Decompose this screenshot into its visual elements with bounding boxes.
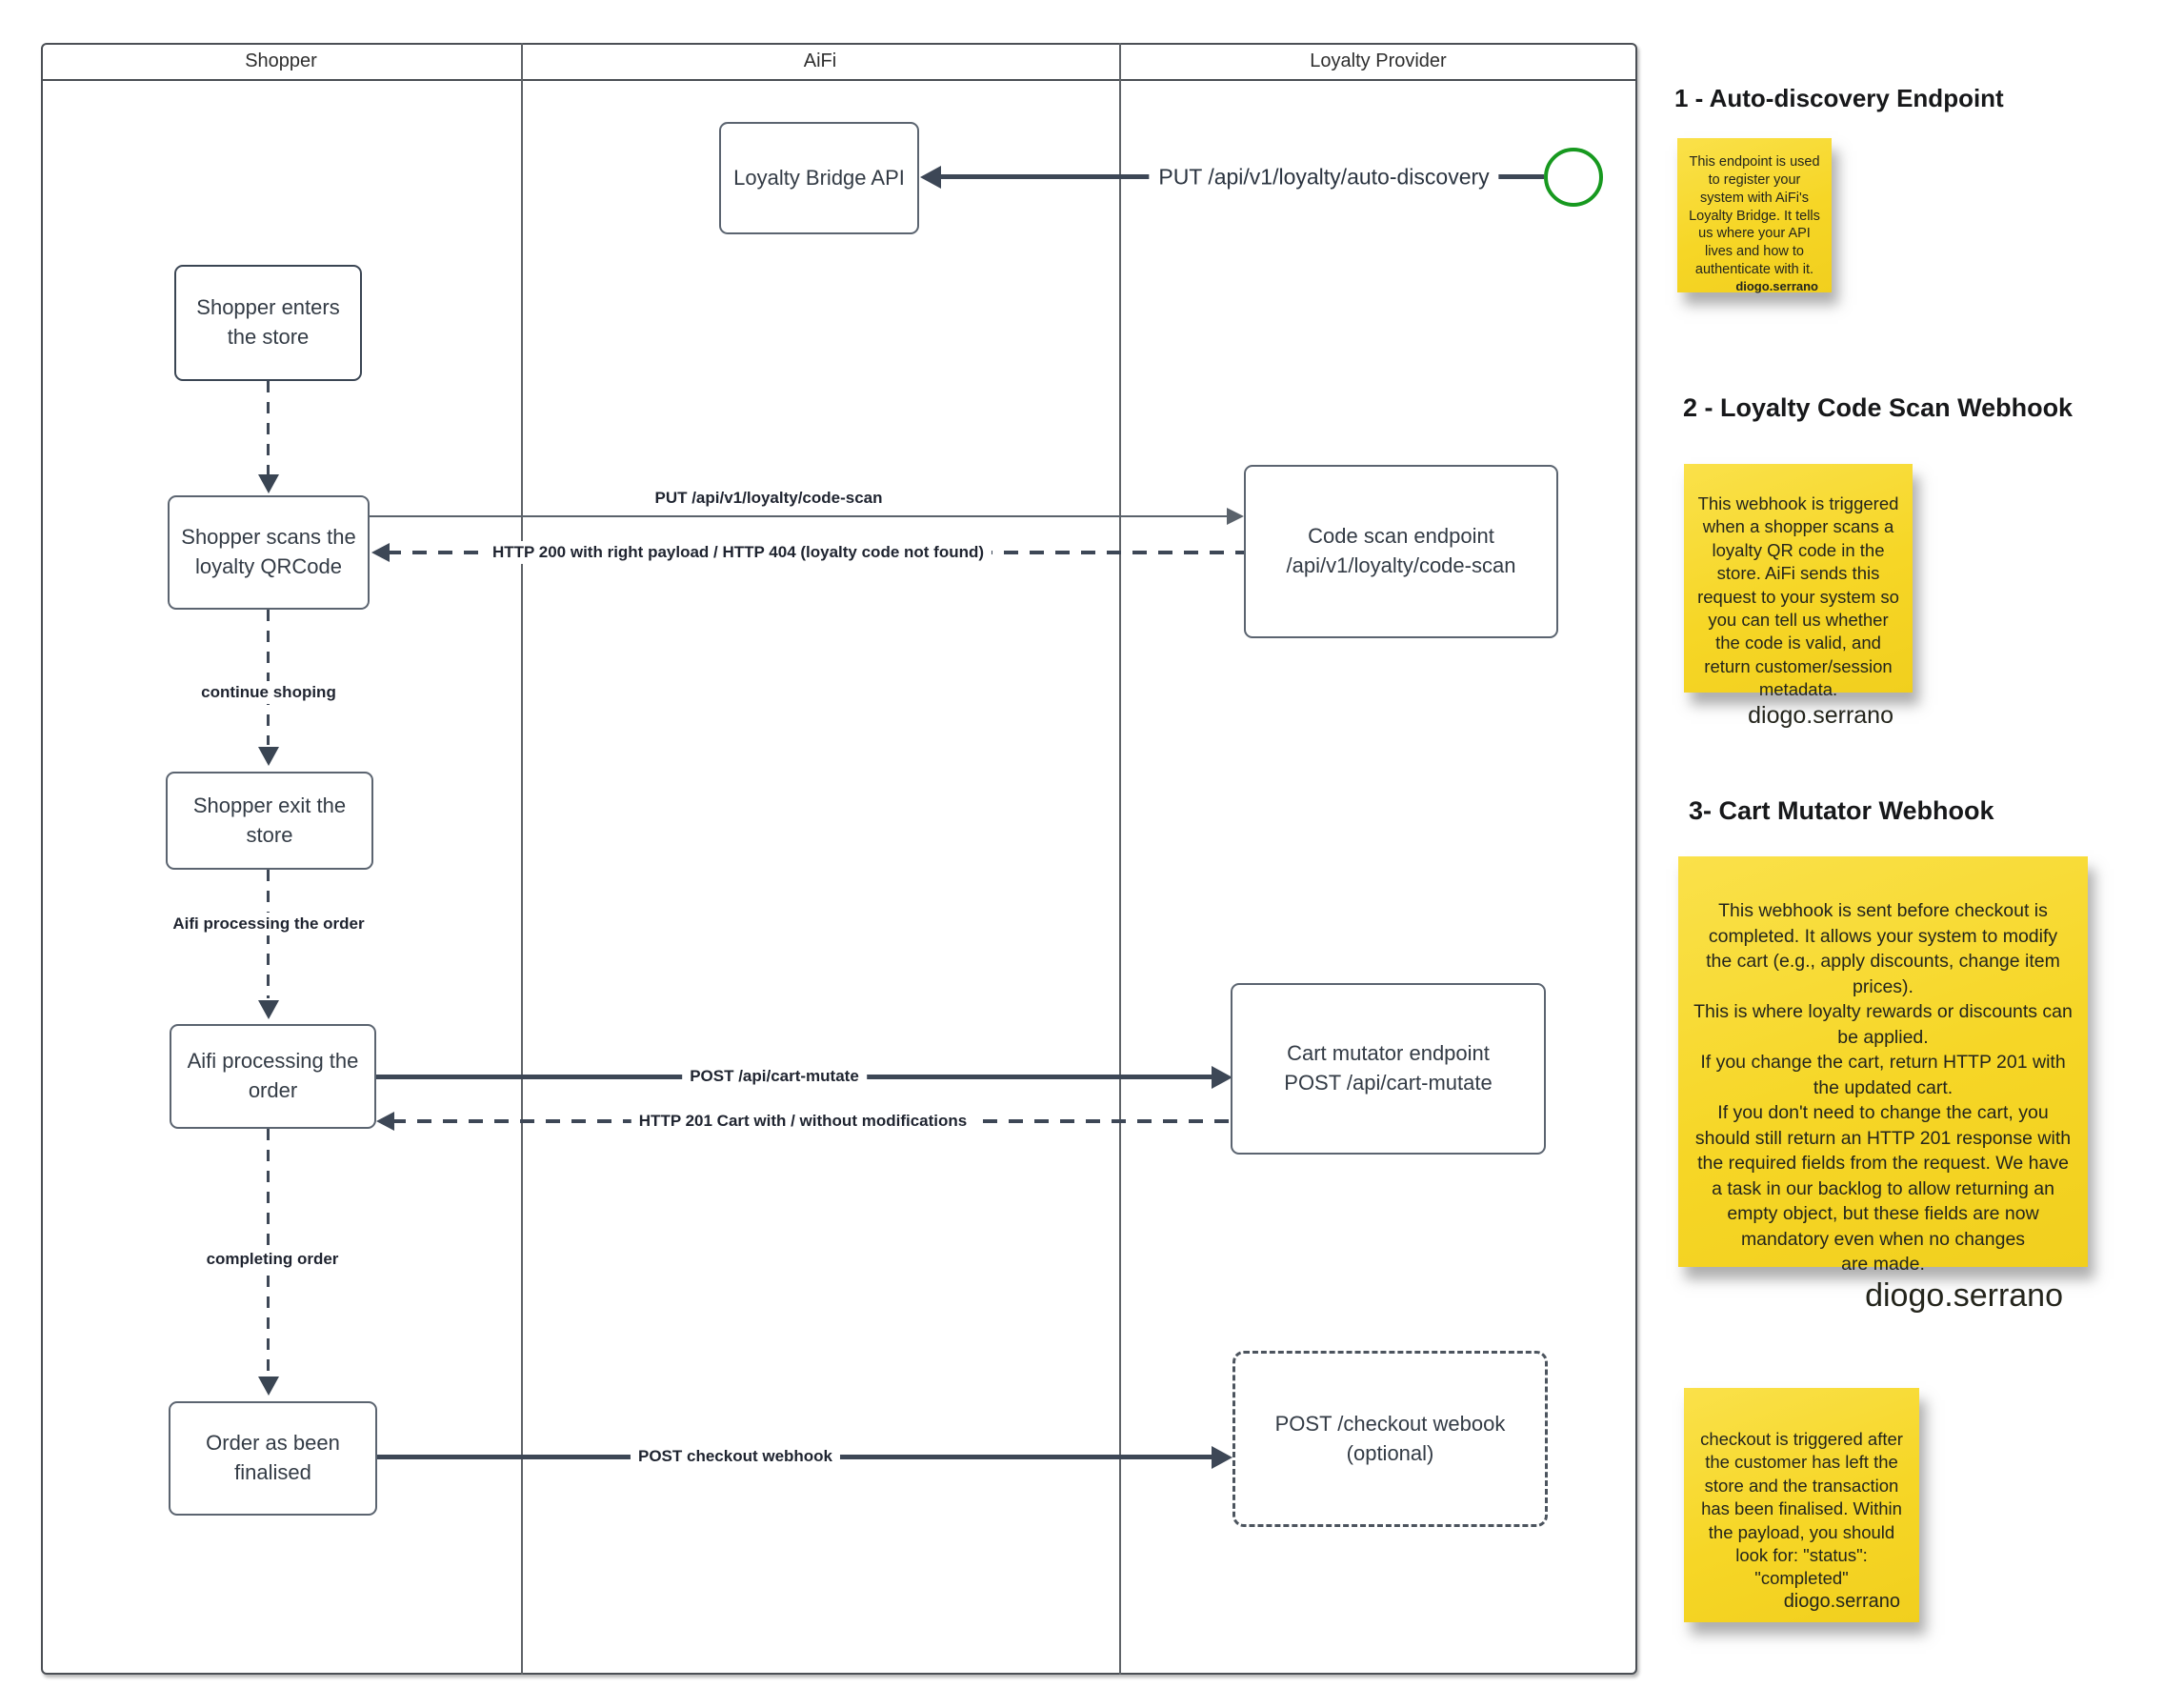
edge-label-code-scan-put: PUT /api/v1/loyalty/code-scan bbox=[647, 487, 891, 510]
edge-label-aifi-processing: Aifi processing the order bbox=[165, 913, 372, 935]
annotation-heading-auto-discovery[interactable]: 1 - Auto-discovery Endpoint bbox=[1674, 84, 2004, 112]
connector-exit-to-processing-arrowhead bbox=[258, 1000, 279, 1019]
sticky-note-cart-mutator[interactable]: This webhook is sent before checkout is … bbox=[1678, 856, 2088, 1314]
connector-processing-to-finalised-arrowhead bbox=[258, 1376, 279, 1396]
node-loyalty-bridge-api-label: Loyalty Bridge API bbox=[733, 165, 905, 190]
node-order-finalised-label: Order as been finalised bbox=[206, 1431, 340, 1484]
edge-code-scan-response-arrowhead bbox=[371, 543, 390, 562]
edge-auto-discovery-arrowhead bbox=[920, 166, 941, 189]
node-code-scan-endpoint-line1: Code scan endpoint bbox=[1308, 524, 1494, 549]
edge-label-checkout-post: POST checkout webhook bbox=[630, 1445, 841, 1468]
edge-cart-mutate-response-arrowhead bbox=[376, 1112, 394, 1131]
node-shopper-exit-store-label: Shopper exit the store bbox=[192, 793, 347, 847]
sticky-note-auto-discovery-author: diogo.serrano bbox=[1735, 278, 1818, 293]
edge-code-scan-put-arrowhead bbox=[1227, 508, 1244, 525]
node-checkout-webhook-line1: POST /checkout webook bbox=[1274, 1411, 1506, 1436]
start-circle-shape[interactable] bbox=[1544, 148, 1603, 207]
edge-label-completing-order: completing order bbox=[198, 1248, 347, 1271]
lane-divider-shopper-aifi bbox=[521, 43, 523, 1675]
node-code-scan-endpoint[interactable]: Code scan endpoint /api/v1/loyalty/code-… bbox=[1244, 465, 1558, 638]
edge-checkout-arrowhead bbox=[1212, 1446, 1232, 1469]
node-shopper-enters-store[interactable]: Shopper enters the store bbox=[174, 265, 362, 381]
edge-label-code-scan-response: HTTP 200 with right payload / HTTP 404 (… bbox=[484, 541, 992, 564]
edge-label-cart-mutate-response: HTTP 201 Cart with / without modificatio… bbox=[631, 1110, 975, 1133]
sticky-note-code-scan[interactable]: This webhook is triggered when a shopper… bbox=[1684, 464, 1913, 729]
node-shopper-enters-store-label: Shopper enters the store bbox=[196, 295, 340, 349]
sticky-note-cart-mutator-text: This webhook is sent before checkout is … bbox=[1693, 900, 2073, 1276]
node-shopper-exit-store[interactable]: Shopper exit the store bbox=[166, 772, 373, 870]
node-shopper-scans-qrcode-label: Shopper scans the loyalty QRCode bbox=[181, 525, 356, 578]
connector-enters-to-scans-arrowhead bbox=[258, 474, 279, 493]
lane-header-loyalty-provider: Loyalty Provider bbox=[1310, 50, 1447, 71]
node-shopper-scans-qrcode[interactable]: Shopper scans the loyalty QRCode bbox=[168, 495, 370, 610]
sticky-note-code-scan-text: This webhook is triggered when a shopper… bbox=[1697, 493, 1899, 700]
sticky-note-checkout-text: checkout is triggered after the customer… bbox=[1700, 1429, 1903, 1589]
sticky-note-code-scan-author: diogo.serrano bbox=[1748, 701, 1894, 729]
edge-label-auto-discovery: PUT /api/v1/loyalty/auto-discovery bbox=[1149, 162, 1499, 192]
connector-scans-to-exit-arrowhead bbox=[258, 747, 279, 766]
edge-label-cart-mutate-post: POST /api/cart-mutate bbox=[682, 1065, 867, 1088]
lane-divider-aifi-loyalty bbox=[1119, 43, 1121, 1675]
edge-cart-mutate-arrowhead bbox=[1212, 1066, 1232, 1089]
edge-code-scan-put-line bbox=[370, 515, 1229, 517]
node-checkout-webhook-line2: (optional) bbox=[1346, 1440, 1434, 1465]
lane-header-row bbox=[41, 43, 1637, 81]
node-checkout-webhook-optional[interactable]: POST /checkout webook (optional) bbox=[1232, 1351, 1548, 1527]
connector-scans-to-exit bbox=[267, 610, 270, 745]
node-cart-mutator-endpoint-line1: Cart mutator endpoint bbox=[1287, 1041, 1490, 1066]
node-aifi-processing-order[interactable]: Aifi processing the order bbox=[170, 1024, 376, 1129]
sticky-note-checkout[interactable]: checkout is triggered after the customer… bbox=[1684, 1388, 1919, 1622]
annotation-heading-code-scan[interactable]: 2 - Loyalty Code Scan Webhook bbox=[1683, 393, 2074, 422]
sticky-note-checkout-author: diogo.serrano bbox=[1783, 1590, 1900, 1612]
annotation-heading-cart-mutator[interactable]: 3- Cart Mutator Webhook bbox=[1689, 796, 1994, 825]
node-cart-mutator-endpoint[interactable]: Cart mutator endpoint POST /api/cart-mut… bbox=[1231, 983, 1546, 1155]
edge-label-continue-shopping: continue shoping bbox=[193, 681, 344, 704]
connector-enters-to-scans bbox=[267, 381, 270, 474]
node-loyalty-bridge-api[interactable]: Loyalty Bridge API bbox=[719, 122, 919, 234]
node-order-finalised[interactable]: Order as been finalised bbox=[169, 1401, 377, 1516]
sticky-note-auto-discovery-text: This endpoint is used to register your s… bbox=[1689, 154, 1820, 278]
sticky-note-cart-mutator-author: diogo.serrano bbox=[1865, 1276, 2063, 1314]
lane-header-shopper: Shopper bbox=[245, 50, 317, 71]
node-cart-mutator-endpoint-line2: POST /api/cart-mutate bbox=[1284, 1071, 1493, 1095]
node-code-scan-endpoint-line2: /api/v1/loyalty/code-scan bbox=[1286, 553, 1516, 577]
sticky-note-auto-discovery[interactable]: This endpoint is used to register your s… bbox=[1677, 138, 1832, 293]
lane-header-aifi: AiFi bbox=[803, 50, 837, 71]
node-aifi-processing-order-label: Aifi processing the order bbox=[187, 1049, 359, 1102]
